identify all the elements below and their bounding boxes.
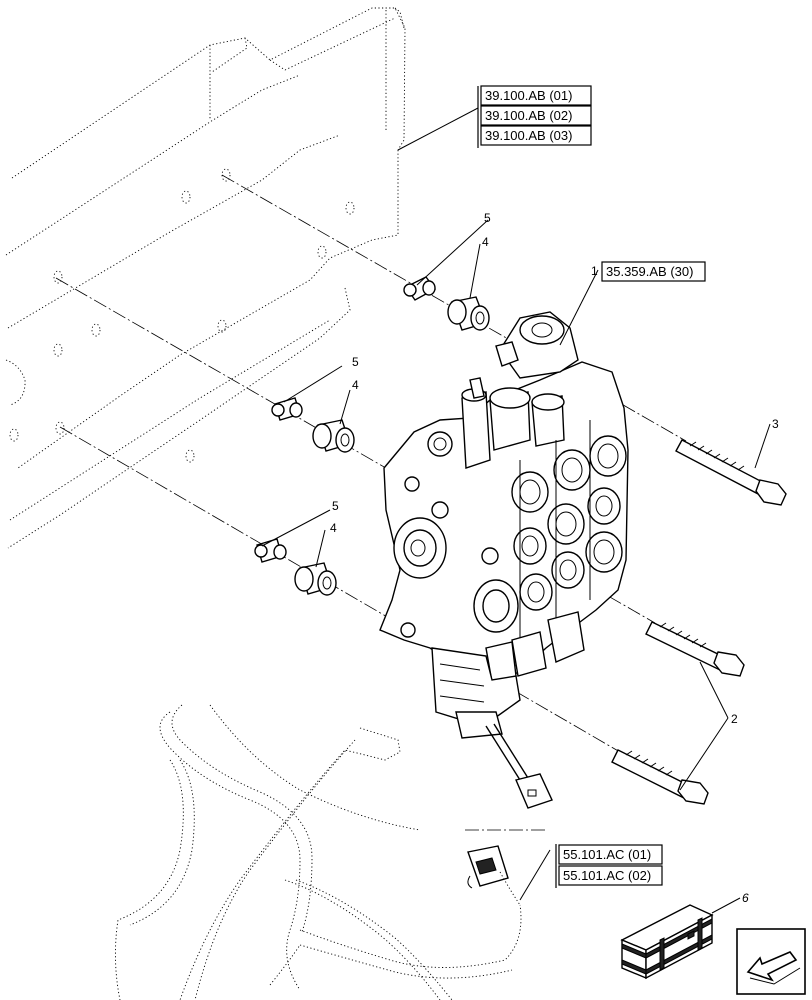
callout-spacer-lower: 4 [330,521,337,535]
ref-frame-group: 39.100.AB (01) 39.100.AB (02) 39.100.AB … [477,85,592,148]
crate-icon[interactable] [620,904,714,980]
bolt-long-lower [611,749,709,805]
ref-frame-box-3[interactable] [480,125,592,146]
hose-phantom [114,704,522,1000]
spacer-lower [294,562,337,596]
callout-spacer-upper: 4 [482,235,489,249]
ref-valve-box[interactable] [601,261,706,282]
frame-phantom [5,7,406,549]
ref-frame-box-1[interactable] [480,85,592,106]
callout-valve: 1 [591,264,598,278]
spacer-middle [312,419,355,453]
callout-numbers: 5 4 5 4 5 4 3 2 6 [330,211,779,905]
callout-spacer-middle: 4 [352,378,359,392]
arrow-icon[interactable] [736,928,806,995]
bolt-short [675,439,787,506]
ref-frame-label-1[interactable]: 39.100.AB (01) [485,88,572,103]
callout-bushing-lower: 5 [332,499,339,513]
callout-bushing-upper: 5 [484,211,491,225]
bushing-middle [271,397,303,421]
bushing-upper [403,276,437,301]
control-valve [379,311,629,739]
ref-frame-label-2[interactable]: 39.100.AB (02) [485,108,572,123]
ref-frame-box-2[interactable] [480,105,592,126]
callout-bolt-short: 3 [772,417,779,431]
ref-harness-label-2[interactable]: 55.101.AC (02) [563,868,651,883]
ref-valve-label[interactable]: 35.359.AB (30) [606,264,693,279]
valve-connector-cable [485,723,553,809]
ref-harness-box-1[interactable] [558,844,663,865]
callout-bolts-long: 2 [731,712,738,726]
ref-valve-group: 1 35.359.AB (30) [591,261,706,282]
ref-harness-box-2[interactable] [558,865,663,886]
ref-frame-label-3[interactable]: 39.100.AB (03) [485,128,572,143]
callout-bushing-middle: 5 [352,355,359,369]
bolt-long-upper [645,621,745,677]
harness-connector [467,845,521,906]
spacer-upper [447,296,490,331]
ref-harness-label-1[interactable]: 55.101.AC (01) [563,847,651,862]
bushing-lower [254,538,287,563]
leader-lines [261,107,771,914]
ref-harness-group: 55.101.AC (01) 55.101.AC (02) [555,844,663,888]
callout-kit: 6 [742,891,749,905]
